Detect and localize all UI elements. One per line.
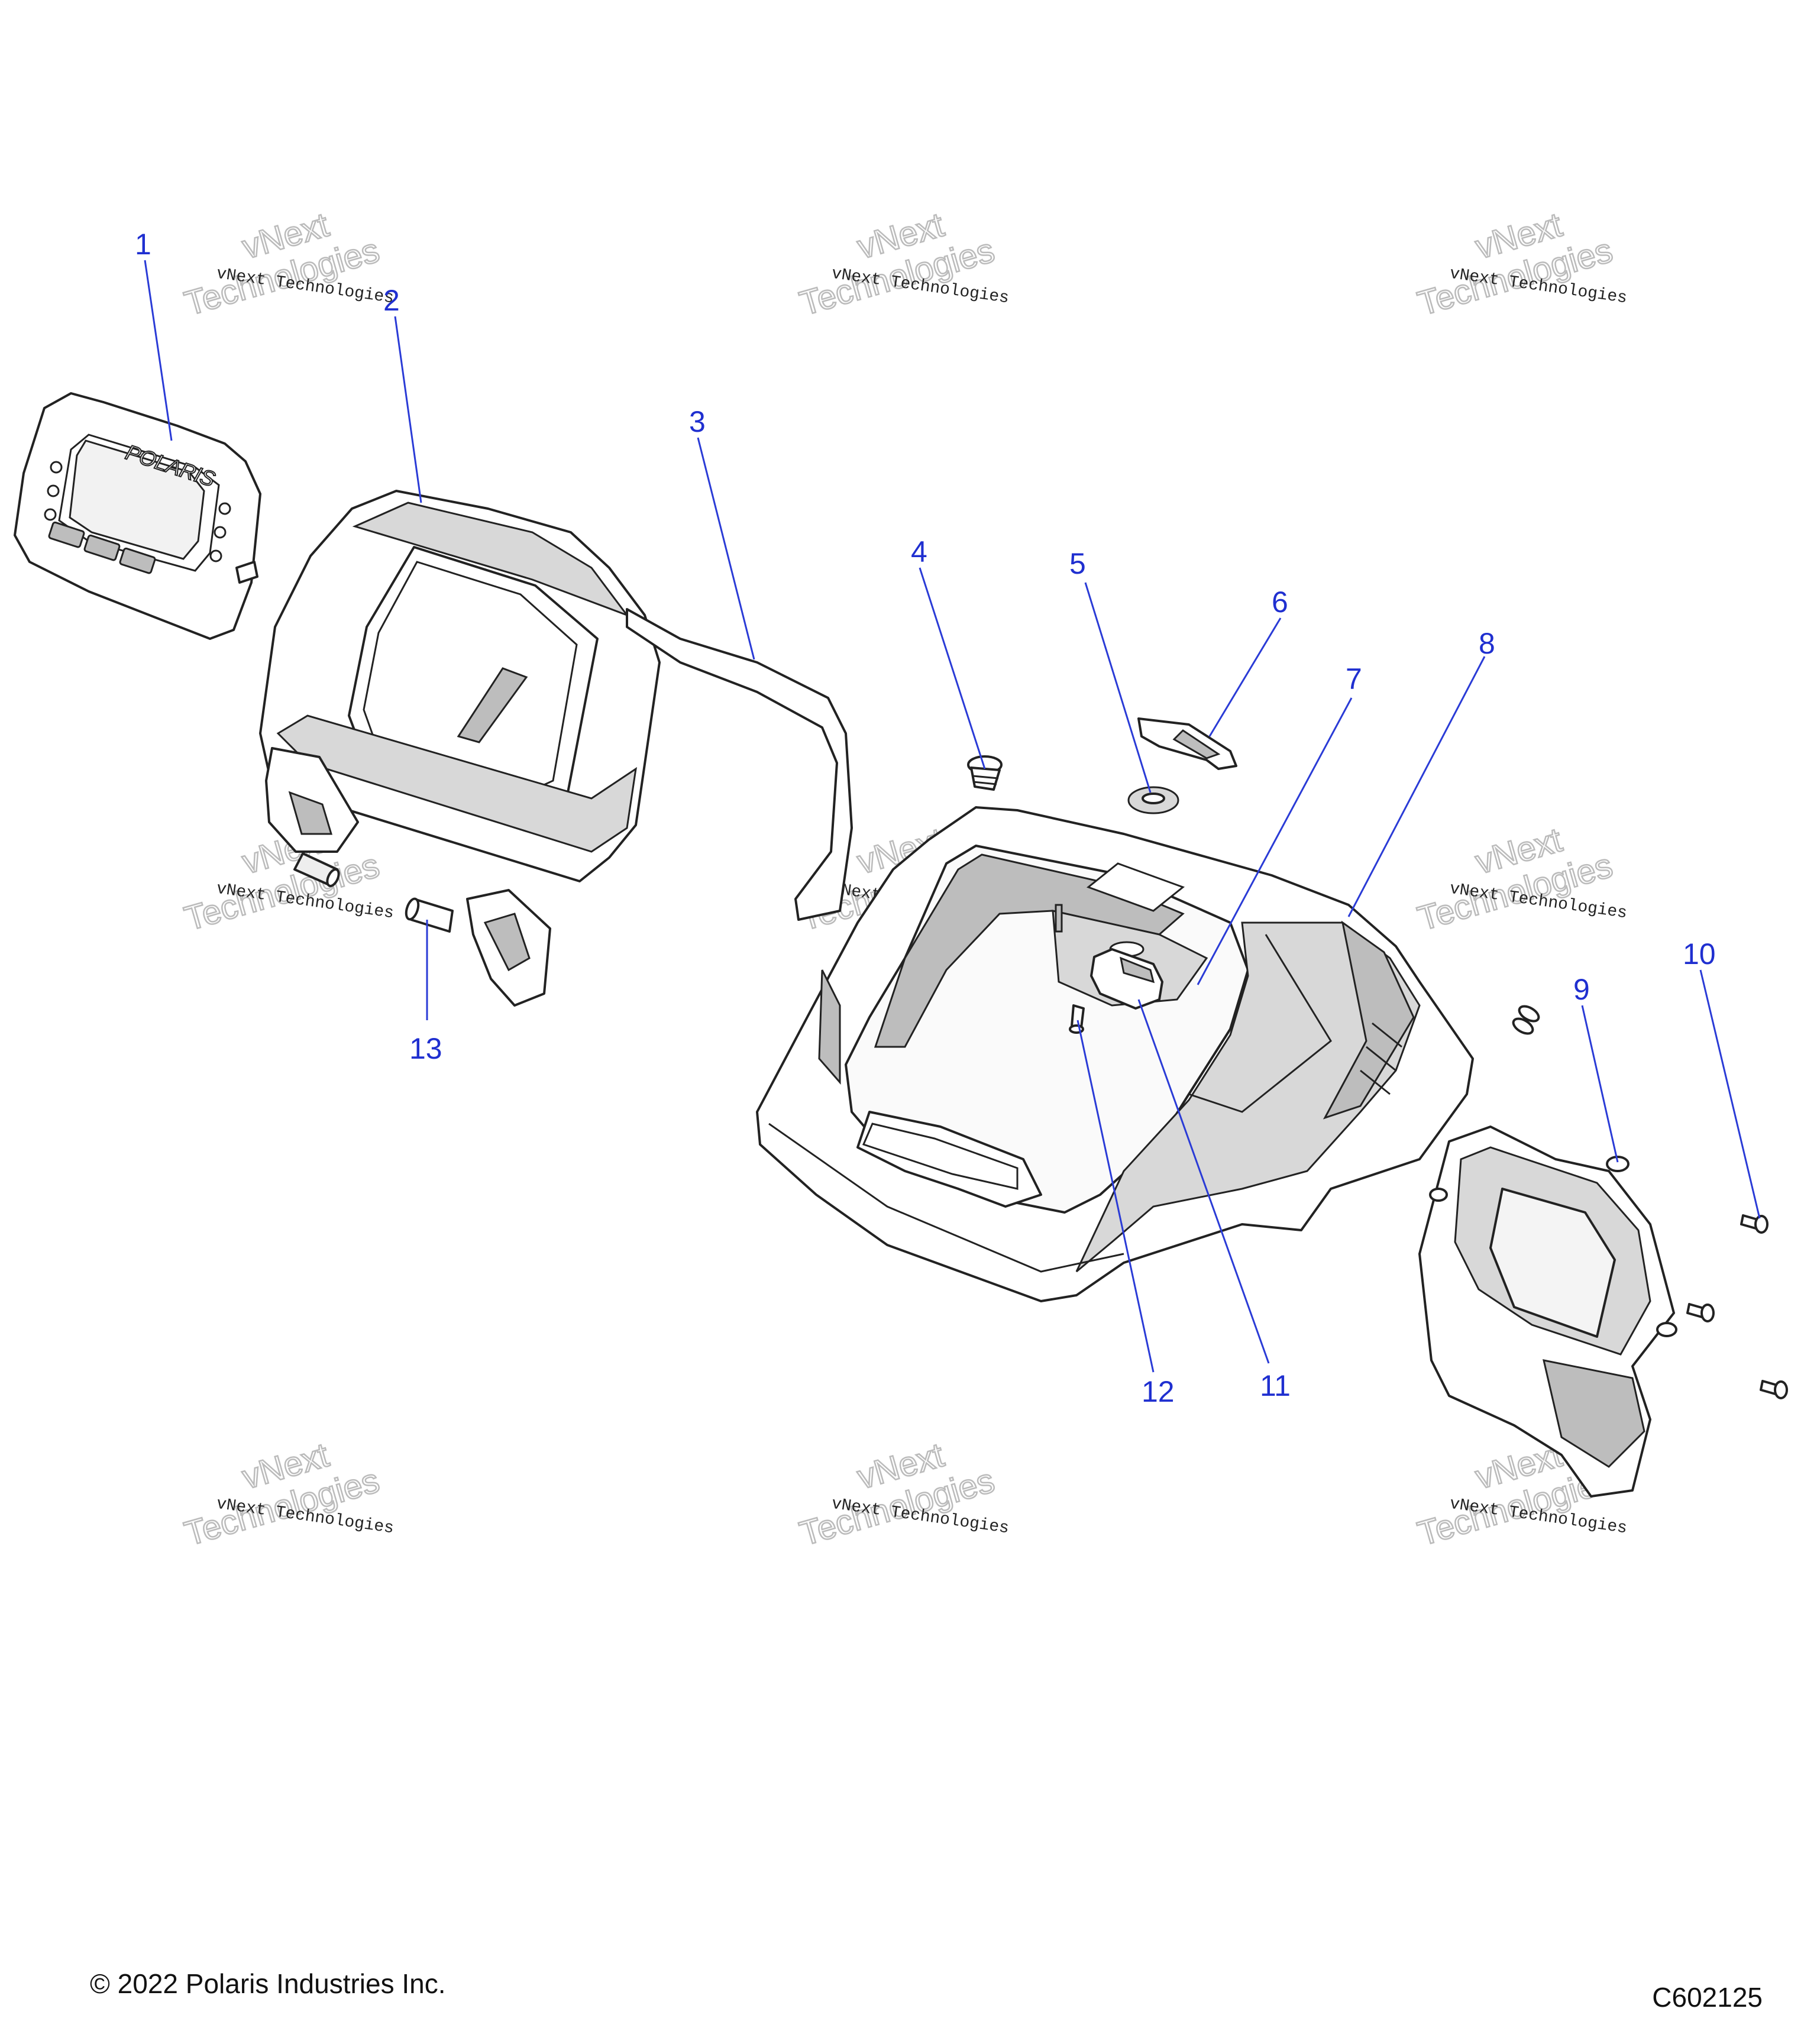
copyright-notice: © 2022 Polaris Industries Inc. [90, 1968, 446, 1999]
part-1-display-gauge: POLARIS [14, 392, 261, 640]
part-8-hood-housing [756, 806, 1474, 1302]
callout-labels: 1 2 3 4 5 6 7 8 9 10 11 12 13 [135, 228, 1716, 1408]
pin [405, 897, 454, 933]
leader-2 [394, 316, 422, 503]
callout-4: 4 [911, 535, 927, 568]
watermark: vNext Technologies vNext Technologies [795, 205, 1010, 324]
part-11-latch-block [1090, 948, 1163, 1010]
part-12-pin [1069, 1004, 1085, 1034]
leader-5 [1084, 582, 1152, 793]
callout-3: 3 [689, 405, 706, 438]
callout-9: 9 [1573, 973, 1590, 1006]
leader-6 [1208, 617, 1282, 737]
part-4-plug [967, 755, 1003, 791]
leader-9 [1581, 1005, 1619, 1163]
drawing-number: C602125 [1652, 1982, 1763, 2013]
screw [1740, 1214, 1768, 1234]
screw [1686, 1303, 1715, 1322]
callout-5: 5 [1069, 547, 1086, 580]
leader-7 [1197, 697, 1353, 985]
leader-3 [697, 437, 755, 660]
callout-12: 12 [1142, 1375, 1175, 1408]
callout-11: 11 [1260, 1369, 1291, 1402]
watermark: vNext Technologies vNext Technologies [795, 1435, 1010, 1554]
screw [1760, 1380, 1788, 1399]
callout-6: 6 [1272, 586, 1288, 619]
watermark: vNext Technologies vNext Technologies [1413, 820, 1628, 939]
part-5-grommet [1127, 786, 1179, 814]
part-3-seal-strip [626, 608, 853, 921]
leader-1 [144, 260, 173, 441]
callout-8: 8 [1479, 627, 1495, 660]
callout-1: 1 [135, 228, 151, 261]
leader-8 [1347, 656, 1486, 917]
watermark: vNext Technologies vNext Technologies [180, 205, 395, 324]
leader-4 [919, 567, 986, 769]
part-2-instrument-bezel [259, 490, 661, 1007]
callout-7: 7 [1346, 662, 1362, 696]
leader-11 [1137, 999, 1270, 1364]
leader-lines [144, 260, 1761, 1373]
part-13-pins [293, 852, 454, 933]
watermark: vNext Technologies vNext Technologies [1413, 205, 1628, 324]
callout-10: 10 [1683, 937, 1716, 971]
part-10-screws [1686, 1214, 1788, 1399]
part-9-back-cover [1418, 1005, 1677, 1498]
leader-12 [1076, 1020, 1155, 1373]
part-6-latch-clip [1137, 717, 1237, 770]
pin [293, 852, 340, 888]
leader-10 [1699, 969, 1761, 1219]
watermark: vNext Technologies vNext Technologies [180, 1435, 395, 1554]
callout-13: 13 [409, 1032, 442, 1065]
callout-2: 2 [383, 284, 400, 317]
